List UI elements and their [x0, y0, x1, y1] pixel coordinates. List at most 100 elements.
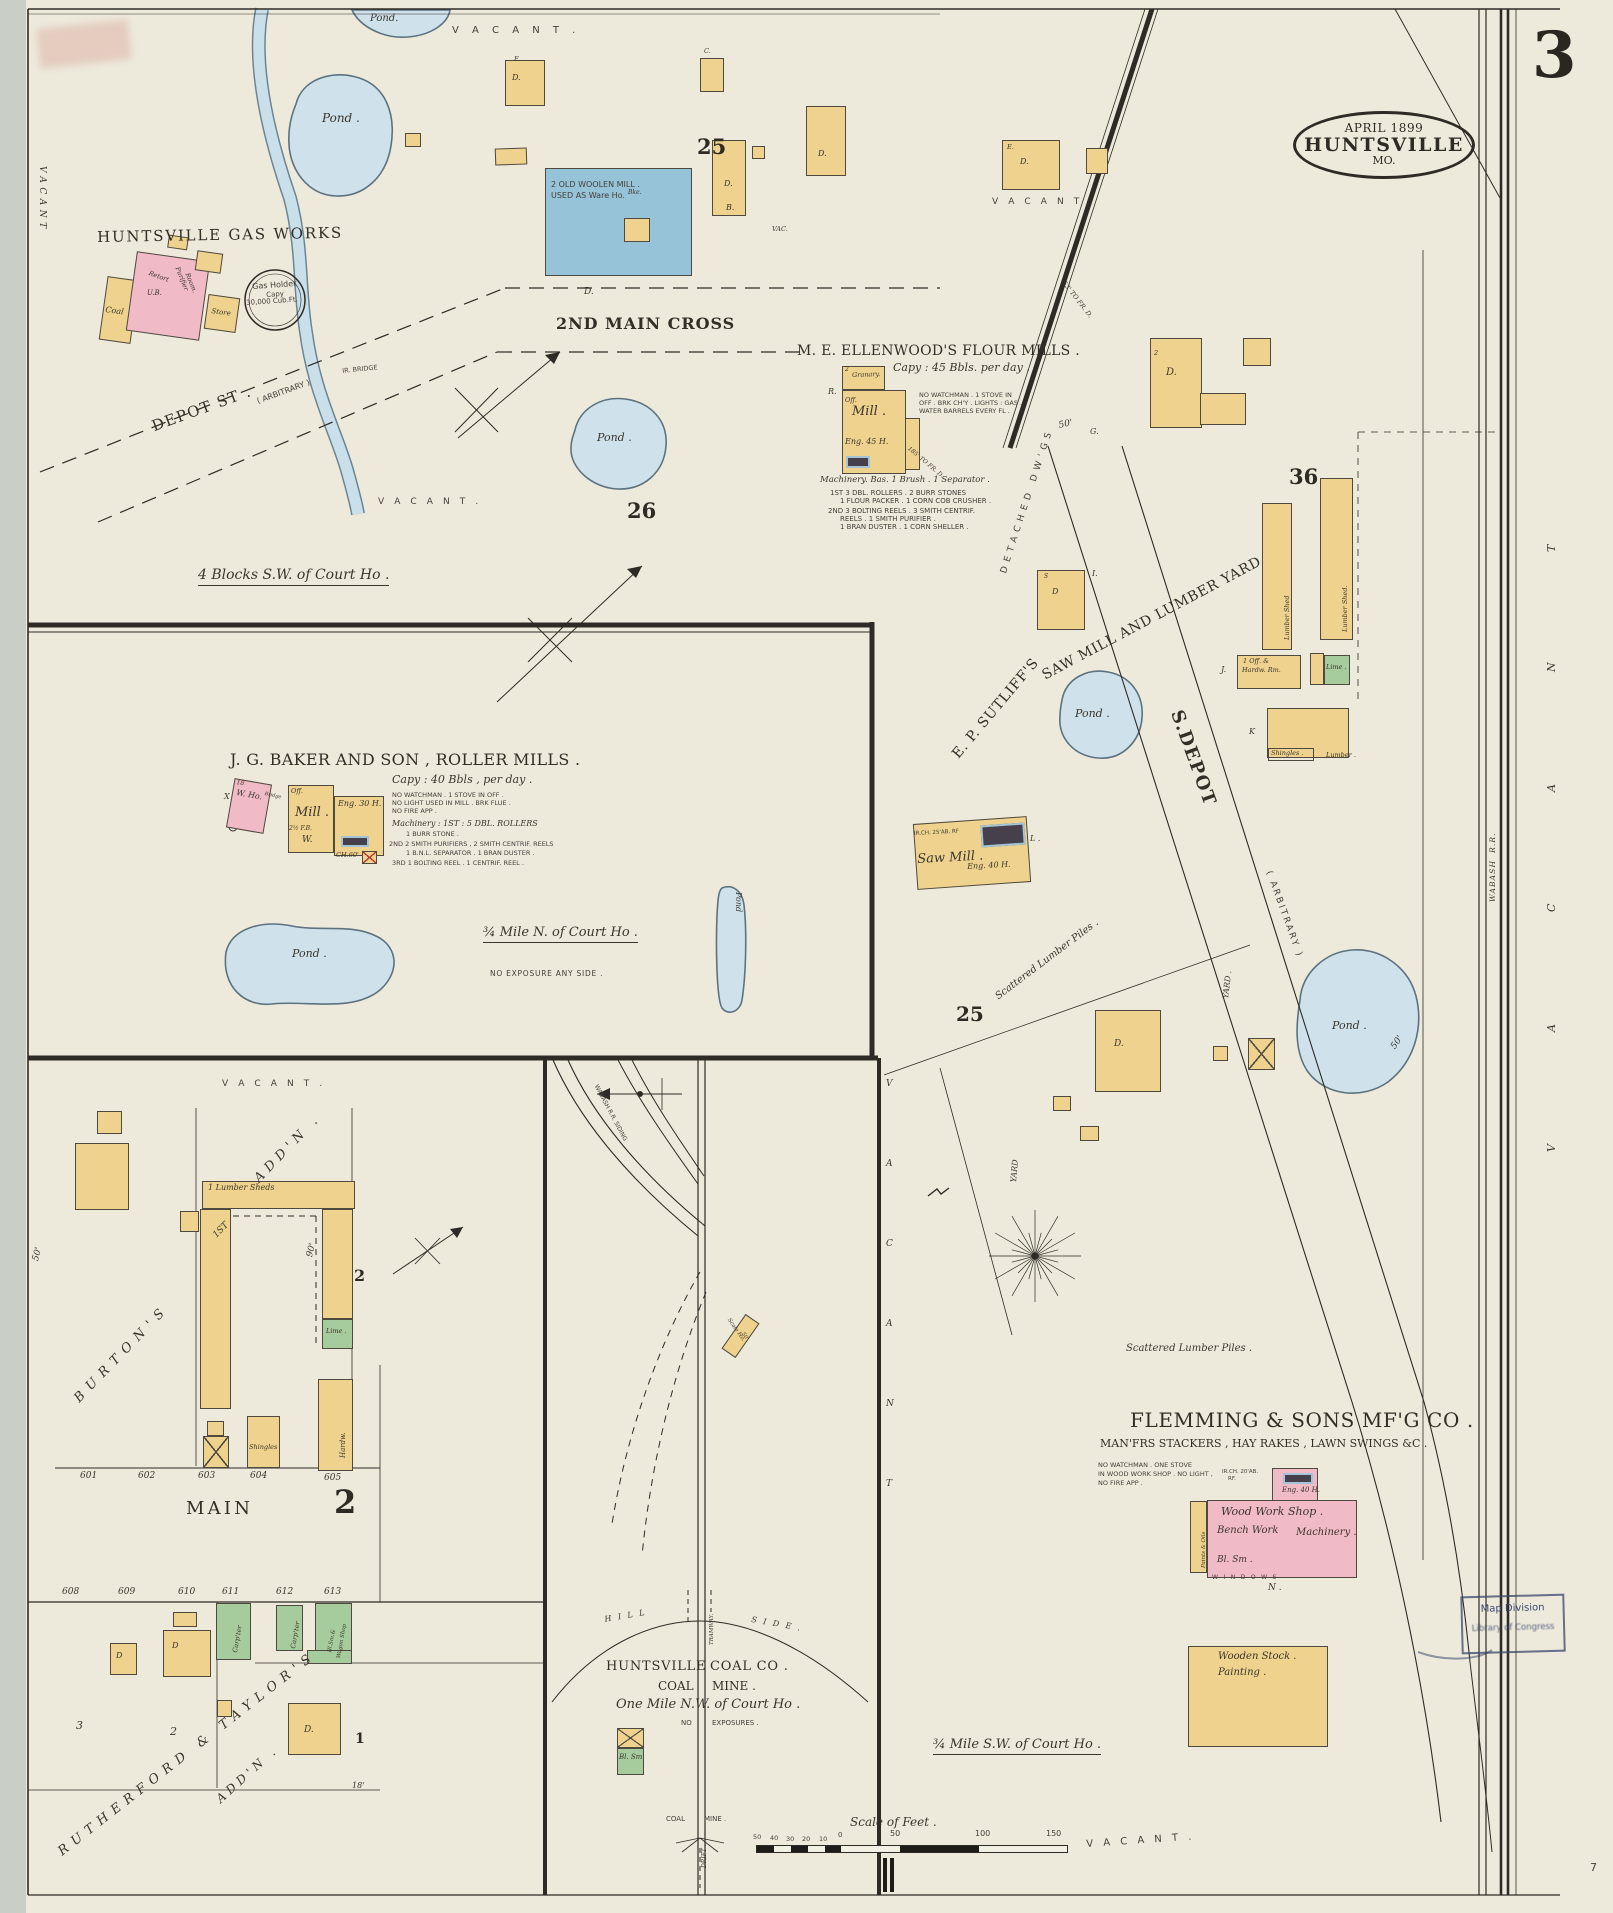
map-label: Paints & Oils — [1201, 1531, 1207, 1568]
library-stamp: Map Division Library of Congress — [1460, 1593, 1566, 1655]
building — [307, 1650, 352, 1664]
map-label: Machinery . — [1296, 1527, 1357, 1538]
map-path — [927, 1187, 950, 1197]
map-label: D. — [1166, 367, 1177, 378]
map-path — [631, 1059, 705, 1177]
map-label: 150 — [1046, 1829, 1062, 1838]
pond — [350, 9, 451, 38]
building — [97, 1111, 122, 1134]
street-2nd-main-cross: 2ND MAIN CROSS — [556, 314, 736, 333]
stamp-line-1: Map Division — [1480, 1602, 1545, 1615]
building — [1243, 338, 1271, 366]
map-path — [551, 1620, 869, 1703]
map-circle — [637, 1091, 643, 1097]
building — [288, 785, 334, 853]
arrowhead-icon — [597, 1088, 610, 1100]
map-line — [883, 944, 1251, 1076]
map-label: ¾ Mile N. of Court Ho . — [483, 926, 638, 943]
map-label: IN WOOD WORK SHOP . NO LIGHT , — [1098, 1470, 1213, 1478]
map-label: 1ST 3 DBL. ROLLERS . 2 BURR STONES — [830, 489, 967, 497]
map-label: TRAMWAY. — [709, 1613, 715, 1645]
map-label: G. — [1090, 427, 1099, 436]
compass-ray-icon — [1034, 1255, 1053, 1274]
map-label: One Mile N.W. of Court Ho . — [616, 1697, 801, 1712]
building — [1310, 653, 1324, 685]
map-label: 18 — [235, 779, 245, 788]
map-label: 1 BURR STONE . — [406, 830, 459, 838]
building — [1200, 393, 1246, 425]
map-label: ¾ Mile S.W. of Court Ho . — [933, 1738, 1102, 1755]
map-label: 50 — [890, 1829, 901, 1838]
map-label: N — [1545, 662, 1558, 672]
map-label: REELS . 1 SMITH PURIFIER . — [840, 515, 936, 523]
building — [200, 1209, 231, 1409]
pond — [288, 74, 393, 197]
map-label: 2ND 3 BOLTING REELS . 3 SMITH CENTRIF. — [828, 507, 975, 515]
map-label: WATER BARRELS EVERY FL . — [919, 407, 1010, 415]
map-line — [457, 351, 561, 439]
map-label: NO WATCHMAN . ONE STOVE — [1098, 1461, 1192, 1469]
map-label: Bench Work — [1217, 1525, 1279, 1536]
map-label: 18' — [352, 1781, 365, 1790]
map-label: NO LIGHT USED IN MILL . BRK FLUE . — [392, 799, 511, 807]
map-label: Pond . — [1332, 1019, 1367, 1032]
compass-ray-icon — [1017, 1238, 1036, 1257]
map-label: D. — [1020, 157, 1029, 166]
map-label: 610 — [178, 1587, 196, 1597]
building — [624, 218, 650, 242]
coal-co-title: HUNTSVILLE — [606, 1659, 707, 1674]
map-line — [1394, 8, 1501, 199]
map-label: Wooden Stock . — [1218, 1651, 1297, 1662]
compass-ray-icon — [1034, 1255, 1059, 1297]
map-label: RF. — [1228, 1476, 1236, 1482]
map-label: 30 — [786, 1835, 795, 1843]
map-path — [675, 1837, 725, 1853]
map-label: 2 — [845, 366, 849, 373]
map-label: MINE . — [704, 1815, 727, 1823]
map-line — [1015, 8, 1159, 449]
map-label: T — [1545, 544, 1558, 552]
building — [617, 1748, 644, 1775]
map-label: Shingles — [249, 1443, 278, 1451]
scale-title: Scale of Feet . — [850, 1815, 937, 1829]
map-label: 611 — [222, 1587, 240, 1597]
map-label: D — [116, 1651, 123, 1660]
map-label: 25 — [956, 1002, 984, 1026]
map-label: V A C A N T . — [452, 25, 581, 36]
map-circle — [244, 269, 306, 331]
building — [846, 456, 870, 468]
map-label: 0 — [838, 1831, 843, 1839]
map-state: MO. — [1372, 154, 1396, 167]
map-label: Pond — [734, 892, 743, 913]
flemming-title: FLEMMING & SONS MF'G CO . — [1130, 1408, 1474, 1432]
map-label: Bl. Sm — [619, 1753, 643, 1761]
building — [617, 1728, 644, 1748]
building — [276, 1605, 303, 1651]
building — [712, 140, 746, 216]
map-label: 2 OLD WOOLEN MILL . — [551, 180, 640, 189]
compass-ray-icon — [1011, 1255, 1036, 1297]
map-label: J. — [1221, 665, 1227, 674]
map-line — [454, 387, 499, 433]
building — [318, 1379, 353, 1471]
map-label: X — [224, 792, 230, 801]
map-label: D. — [512, 73, 521, 82]
map-label: R. — [828, 387, 837, 396]
map-label: N . — [1268, 1583, 1282, 1593]
map-label: EXPOSURES . — [712, 1719, 759, 1727]
map-label: W I N D O W S — [1212, 1574, 1279, 1581]
map-label: D. — [304, 1725, 314, 1735]
scan-edge — [0, 0, 26, 1913]
building — [1190, 1501, 1207, 1573]
arrowhead-icon — [627, 566, 642, 578]
map-label: 3RD 1 BOLTING REEL . 1 CENTRIF. REEL . — [392, 859, 524, 867]
compass-ray-icon — [1034, 1255, 1042, 1280]
map-label: OFF . BRK CH'Y . LIGHTS : GAS . — [919, 399, 1023, 407]
map-label: T — [886, 1479, 893, 1489]
map-label: A — [1545, 1024, 1558, 1032]
map-label: NO FIRE APP . — [1098, 1479, 1143, 1487]
building — [1248, 1038, 1275, 1070]
map-label: K — [1249, 727, 1255, 736]
map-label: 605 — [324, 1473, 342, 1483]
map-path — [617, 1059, 699, 1185]
